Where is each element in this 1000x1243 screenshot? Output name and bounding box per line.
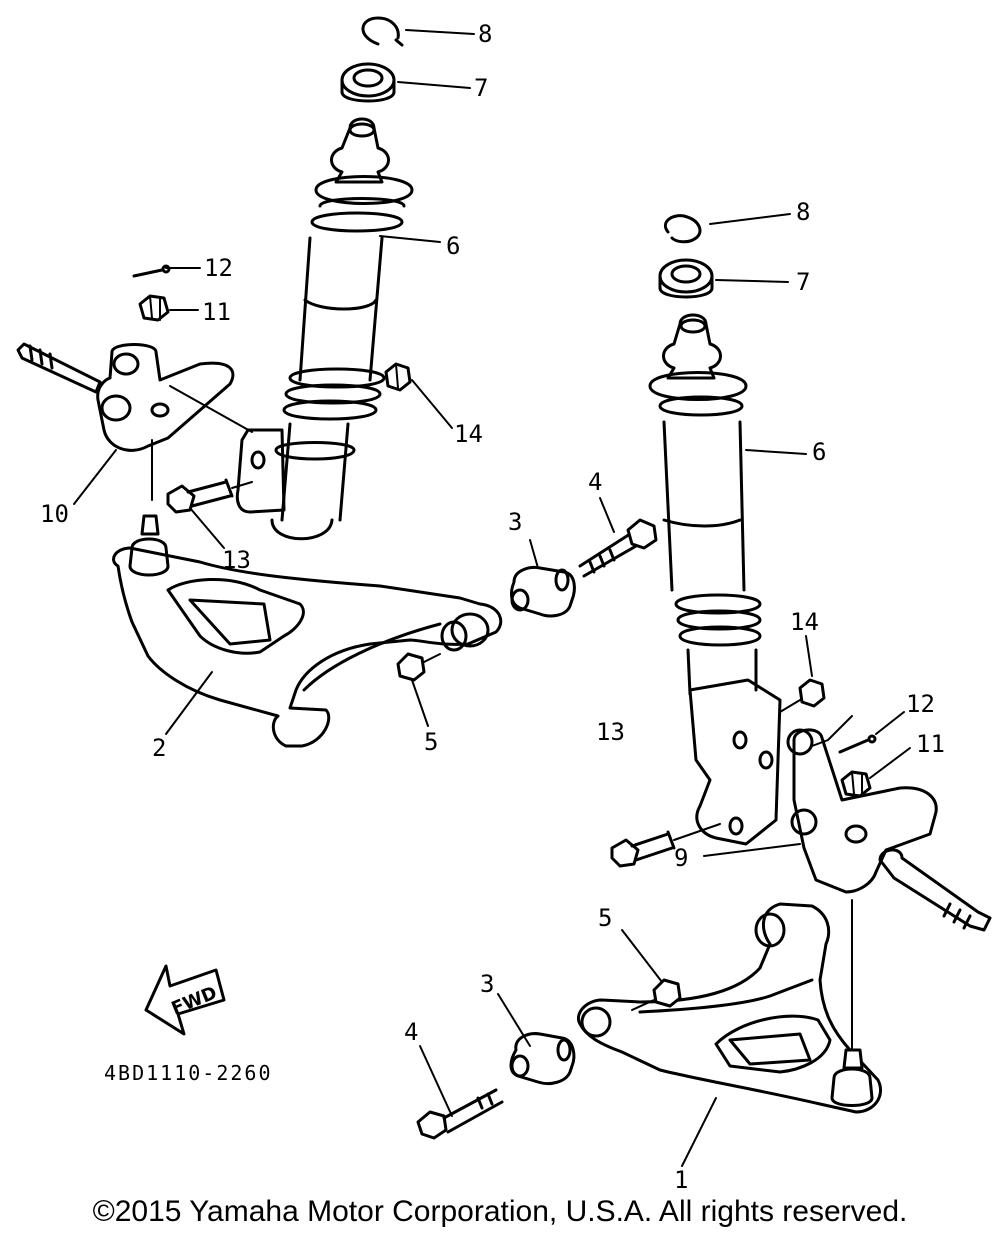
bushing-3-right xyxy=(509,1032,576,1086)
bolt-4-right xyxy=(416,1088,504,1140)
cotter-pin-12-right xyxy=(838,734,877,754)
bushing-3-left xyxy=(510,566,576,618)
knuckle-10 xyxy=(16,342,253,501)
nut-5-right xyxy=(631,978,682,1011)
callout-13-right: 13 xyxy=(596,718,625,746)
callout-5-left: 5 xyxy=(424,728,438,756)
callout-7-left: 7 xyxy=(474,74,488,102)
callout-5-right: 5 xyxy=(598,904,612,932)
bolt-13-left xyxy=(166,478,253,514)
bolt-13-right xyxy=(610,823,721,868)
castle-nut-11-right xyxy=(840,770,872,798)
callout-numbers: 8 7 6 14 12 11 10 13 2 5 3 4 8 7 6 14 12… xyxy=(40,20,945,1194)
diagram-code: 4BD1110-2260 xyxy=(104,1061,273,1085)
nut-5-left xyxy=(396,652,441,682)
callout-7-right: 7 xyxy=(796,268,810,296)
leader-lines xyxy=(73,29,911,1167)
callout-4-right: 4 xyxy=(404,1018,418,1046)
callout-3-right: 3 xyxy=(480,970,494,998)
callout-1: 1 xyxy=(674,1166,688,1194)
shock-absorber-left xyxy=(235,117,414,541)
callout-14-right: 14 xyxy=(790,608,819,636)
callout-14-left: 14 xyxy=(454,420,483,448)
callout-8-left: 8 xyxy=(478,20,492,48)
shock-absorber-right xyxy=(648,313,782,846)
callout-11-right: 11 xyxy=(916,730,945,758)
callout-6-left: 6 xyxy=(446,232,460,260)
callout-12-right: 12 xyxy=(906,690,935,718)
callout-12-left: 12 xyxy=(204,254,233,282)
copyright-notice: ©2015 Yamaha Motor Corporation, U.S.A. A… xyxy=(92,1195,908,1228)
fwd-arrow-icon: FWD xyxy=(144,964,226,1036)
nut-left-top xyxy=(340,62,396,103)
callout-13-left: 13 xyxy=(222,546,251,574)
callout-11-left: 11 xyxy=(202,298,231,326)
cotter-pin-12-left xyxy=(132,264,171,278)
callout-2: 2 xyxy=(152,734,166,762)
callout-4-left: 4 xyxy=(588,468,602,496)
nut-right-top xyxy=(658,258,714,299)
circlip-left xyxy=(361,16,404,47)
ball-joint-left xyxy=(128,514,170,577)
nut-14-right xyxy=(779,678,826,713)
callout-8-right: 8 xyxy=(796,198,810,226)
knuckle-9 xyxy=(786,715,992,1051)
callout-10: 10 xyxy=(40,500,69,528)
callout-6-right: 6 xyxy=(812,438,826,466)
castle-nut-11-left xyxy=(138,294,170,322)
lower-arm-1 xyxy=(577,902,882,1114)
callout-3-left: 3 xyxy=(508,508,522,536)
circlip-right xyxy=(663,214,702,244)
nut-14-left xyxy=(384,362,412,392)
callout-9: 9 xyxy=(674,844,688,872)
upper-arm-2 xyxy=(112,546,503,748)
bolt-4-left xyxy=(578,518,658,578)
